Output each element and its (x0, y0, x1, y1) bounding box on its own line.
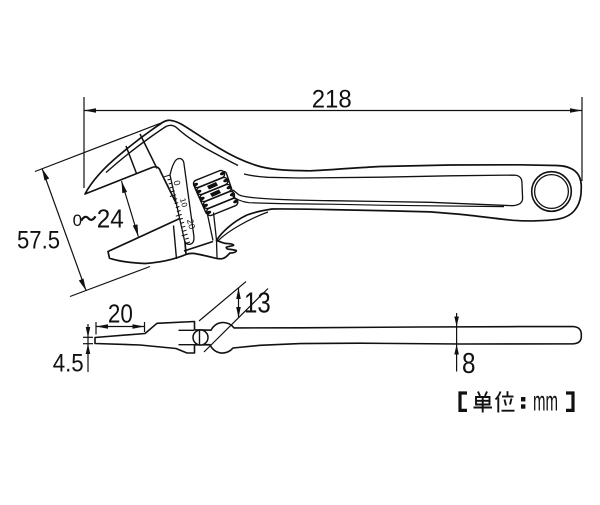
svg-text:0: 0 (73, 211, 82, 230)
svg-text:0: 0 (172, 179, 183, 187)
svg-text:218: 218 (312, 86, 352, 114)
svg-text:24: 24 (97, 206, 124, 234)
svg-text:mm: mm (533, 387, 558, 417)
svg-text:4.5: 4.5 (53, 351, 84, 378)
svg-text:10: 10 (178, 197, 189, 209)
svg-text:20: 20 (185, 218, 197, 230)
svg-text:57.5: 57.5 (17, 227, 60, 255)
svg-text:8: 8 (462, 348, 476, 380)
svg-text:20: 20 (108, 301, 133, 329)
svg-text:13: 13 (244, 288, 271, 320)
